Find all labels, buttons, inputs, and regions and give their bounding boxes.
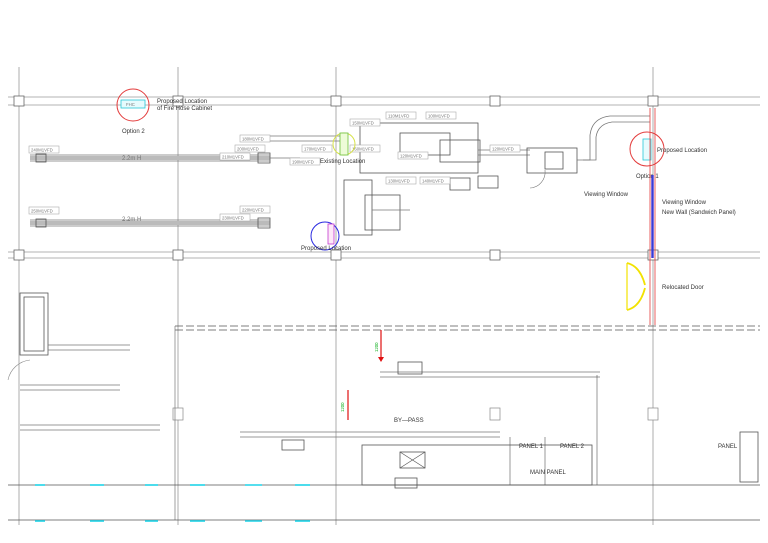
svg-text:Proposed Location: Proposed Location	[301, 246, 351, 252]
vfd-tag: 120M1VFD	[489, 144, 521, 153]
svg-text:130M1VFD: 130M1VFD	[388, 179, 410, 184]
red-dimension: 1200	[374, 330, 384, 362]
vfd-tag: 150M1VFD	[349, 118, 381, 127]
proposed-location-bottom-marker: Proposed Location	[301, 221, 351, 252]
vfd-tag: 210M1VFD	[219, 152, 251, 161]
svg-text:Relocated Door: Relocated Door	[662, 285, 704, 291]
svg-text:Existing Location: Existing Location	[320, 159, 365, 165]
vfd-tag: 170M1VFD	[301, 144, 333, 153]
svg-text:150M1VFD: 150M1VFD	[352, 121, 374, 126]
height-label: 2.2m H	[122, 156, 141, 162]
svg-text:100M1VFD: 100M1VFD	[428, 114, 450, 119]
cabinet-label-line1: Proposed Location	[157, 99, 207, 105]
vfd-tag: 250M1VFD	[28, 206, 60, 215]
panel2-label: PANEL 2	[560, 444, 585, 450]
vfd-tag: 220M1VFD	[239, 205, 271, 214]
svg-text:Proposed Location: Proposed Location	[657, 148, 707, 154]
panel1-label: PANEL 1	[519, 444, 544, 450]
vfd-tags: 240M1VFD 180M1VFD 200M1VFD 210M1VFD 190M…	[28, 111, 521, 222]
svg-text:Option 2: Option 2	[122, 129, 145, 135]
conveyor-row-2	[30, 217, 271, 229]
svg-text:210M1VFD: 210M1VFD	[222, 155, 244, 160]
svg-text:230M1VFD: 230M1VFD	[222, 216, 244, 221]
vfd-tag: 190M1VFD	[289, 157, 321, 166]
svg-text:190M1VFD: 190M1VFD	[292, 160, 314, 165]
vfd-tag: 140M1VFD	[419, 176, 451, 185]
svg-text:FHC: FHC	[126, 102, 135, 107]
relocated-door: Relocated Door	[626, 262, 704, 311]
svg-text:110M1VFD: 110M1VFD	[388, 114, 409, 119]
new-wall	[649, 108, 656, 325]
option2-marker: FHC Option 2	[116, 88, 150, 135]
svg-text:180M1VFD: 180M1VFD	[242, 137, 264, 142]
wall-lines	[8, 325, 760, 521]
left-lower-machinery	[7, 292, 160, 431]
svg-text:1200: 1200	[374, 342, 379, 352]
svg-text:Option 1: Option 1	[636, 174, 659, 180]
viewing-window-label-2: Viewing Window	[662, 200, 707, 206]
existing-location-marker: Existing Location	[320, 132, 365, 165]
svg-text:200M1VFD: 200M1VFD	[237, 147, 259, 152]
svg-text:240M1VFD: 240M1VFD	[31, 148, 53, 153]
vfd-tag: 200M1VFD	[234, 144, 266, 153]
vfd-tag: 130M1VFD	[385, 176, 417, 185]
vfd-tag: 180M1VFD	[239, 134, 271, 143]
bypass-label: BY—PASS	[394, 418, 424, 424]
height-label: 2.2m H	[122, 217, 141, 223]
panel-right-label: PANEL	[718, 444, 738, 450]
green-dimension: 1200	[340, 390, 349, 420]
central-machinery	[343, 115, 650, 236]
svg-text:140M1VFD: 140M1VFD	[422, 179, 444, 184]
vfd-tag: 100M1VFD	[425, 111, 457, 120]
cyan-fixtures	[35, 484, 310, 522]
vfd-tag: 240M1VFD	[28, 145, 60, 154]
svg-text:120M1VFD: 120M1VFD	[400, 154, 422, 159]
vfd-tag: 230M1VFD	[219, 213, 251, 222]
svg-text:250M1VFD: 250M1VFD	[31, 209, 53, 214]
svg-text:160M1VFD: 160M1VFD	[352, 147, 374, 152]
cabinet-label-line2: of Fire Hose Cabinet	[157, 106, 212, 112]
vfd-tag: 160M1VFD	[349, 144, 381, 153]
svg-text:120M1VFD: 120M1VFD	[492, 147, 514, 152]
new-wall-label: New Wall (Sandwich Panel)	[662, 210, 736, 216]
vfd-tag: 120M1VFD	[397, 151, 429, 160]
svg-text:220M1VFD: 220M1VFD	[242, 208, 264, 213]
structural-grid	[8, 67, 760, 525]
viewing-window-label: Viewing Window	[584, 192, 629, 198]
svg-text:170M1VFD: 170M1VFD	[304, 147, 326, 152]
option1-marker: Option 1 Proposed Location	[629, 131, 707, 180]
vfd-tag: 110M1VFD	[385, 111, 417, 120]
svg-text:1200: 1200	[340, 402, 345, 412]
main-panel-label: MAIN PANEL	[530, 470, 567, 476]
lower-process-line	[240, 361, 759, 489]
